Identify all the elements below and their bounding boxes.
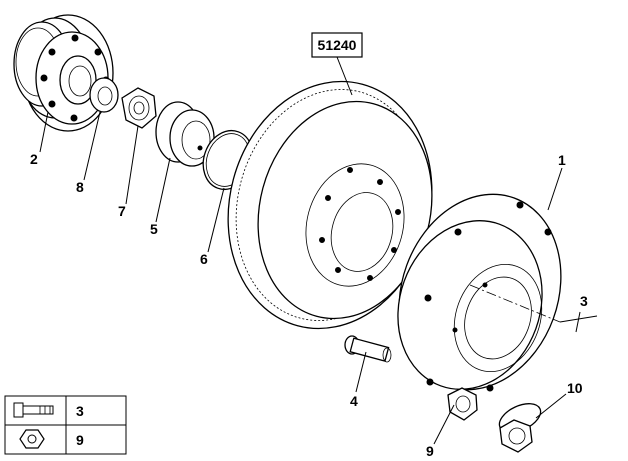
callout-4: 4 [350, 393, 358, 409]
callout-10: 10 [567, 380, 583, 396]
part-number-label: 51240 [318, 37, 357, 53]
hub-cap-part [155, 101, 215, 167]
hub-nut-part [121, 87, 157, 129]
callout-1: 1 [558, 152, 566, 168]
flange-nut-part [447, 387, 478, 421]
legend-box: 3 9 [4, 395, 127, 455]
callout-9: 9 [426, 443, 434, 459]
wheel-nut-part [498, 403, 542, 453]
legend-label-bolt: 3 [76, 403, 84, 419]
brake-disc-part [227, 80, 433, 330]
callout-8: 8 [76, 179, 84, 195]
callout-7: 7 [118, 203, 126, 219]
legend-label-nut: 9 [76, 432, 84, 448]
hub-part [13, 14, 114, 132]
nut-icon [19, 429, 45, 449]
callout-2: 2 [30, 151, 38, 167]
callout-3: 3 [580, 293, 588, 309]
washer-part [89, 77, 119, 113]
wheel-stud-part [344, 335, 392, 363]
drum-flange-part [397, 193, 562, 392]
bolt-icon [13, 402, 54, 418]
leader-lines [39, 111, 567, 445]
center-axis-line [469, 284, 598, 333]
callout-6: 6 [200, 251, 208, 267]
part-number-box: 51240 [311, 32, 363, 96]
callout-5: 5 [150, 221, 158, 237]
